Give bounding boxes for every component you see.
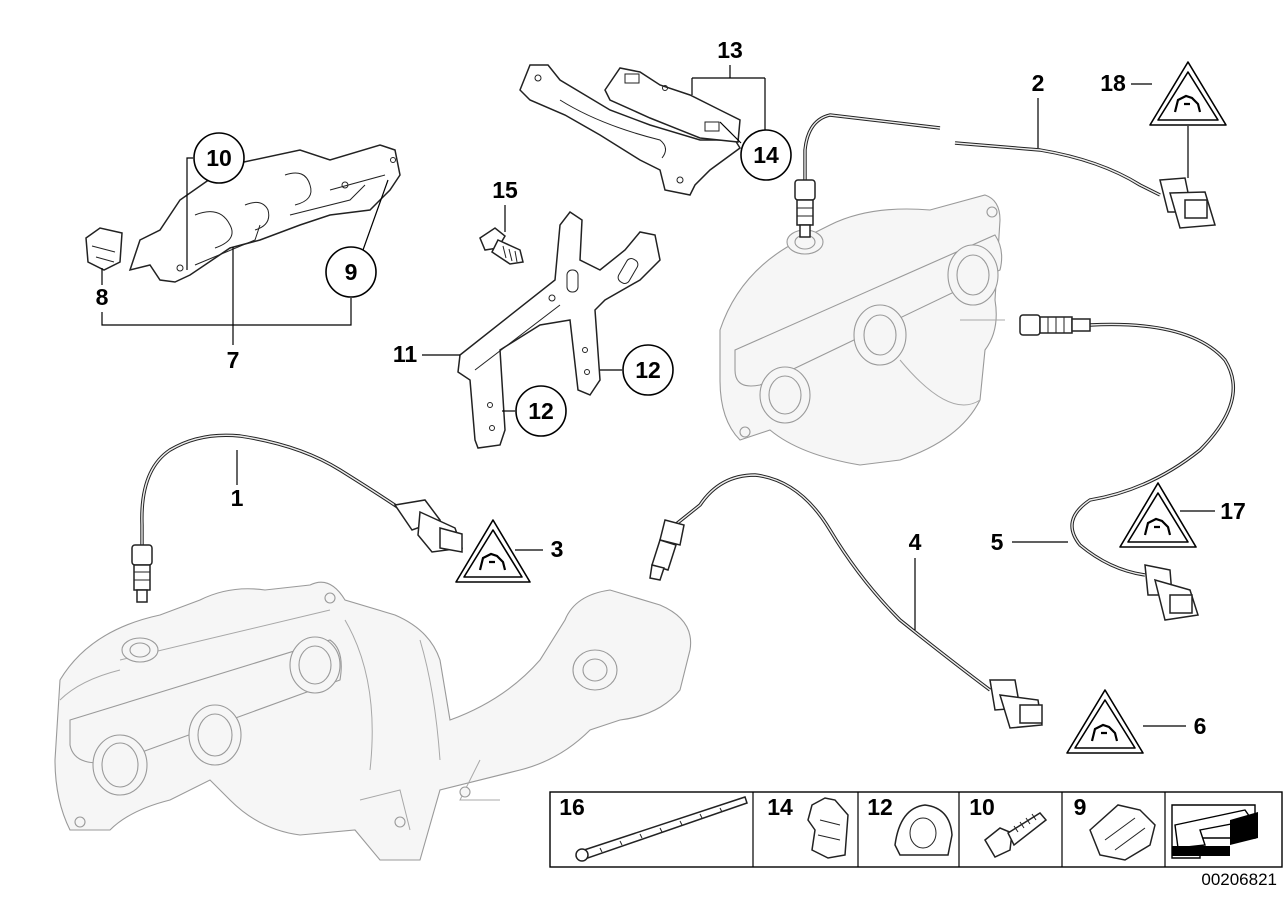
svg-text:18: 18 xyxy=(1100,70,1126,96)
legend-item-clamp-12: 12 xyxy=(867,794,953,856)
label-2: 2 xyxy=(1032,70,1045,148)
svg-text:14: 14 xyxy=(753,142,779,168)
bracket-part-13 xyxy=(519,64,742,196)
upper-catalytic-converter xyxy=(719,194,1005,466)
lower-catalytic-converter xyxy=(54,581,692,861)
label-6: 6 xyxy=(1143,713,1206,739)
svg-text:10: 10 xyxy=(969,794,995,820)
oxygen-sensor-1 xyxy=(131,433,464,603)
legend-item-clip-9: 9 xyxy=(1074,794,1156,861)
parts-legend: 16 14 12 10 9 xyxy=(549,791,1283,868)
diagram-reference-number: 00206821 xyxy=(1201,870,1277,889)
warning-triangle-17 xyxy=(1119,482,1197,548)
oxygen-sensor-2 xyxy=(794,113,1216,238)
svg-text:9: 9 xyxy=(1074,794,1087,820)
label-4: 4 xyxy=(909,529,922,630)
callout-14-top: 14 xyxy=(740,129,792,181)
svg-text:11: 11 xyxy=(393,341,418,367)
callout-9: 9 xyxy=(325,179,389,298)
svg-text:12: 12 xyxy=(635,357,661,383)
label-3: 3 xyxy=(515,536,563,562)
svg-text:13: 13 xyxy=(717,37,743,63)
svg-text:7: 7 xyxy=(227,347,240,373)
svg-text:10: 10 xyxy=(206,145,232,171)
bracket xyxy=(457,210,661,449)
legend-arrow-icon xyxy=(1171,804,1258,859)
clip-part-8 xyxy=(85,227,123,271)
oxygen-sensor-4 xyxy=(649,473,1043,729)
label-11: 11 xyxy=(393,341,460,367)
svg-text:8: 8 xyxy=(96,284,109,310)
label-18: 18 xyxy=(1100,70,1189,178)
warning-triangle-3 xyxy=(455,519,531,583)
svg-text:1: 1 xyxy=(231,485,244,511)
label-17: 17 xyxy=(1180,498,1246,524)
svg-text:9: 9 xyxy=(345,259,358,285)
svg-text:16: 16 xyxy=(559,794,585,820)
warning-triangle-6 xyxy=(1066,689,1144,754)
label-13: 13 xyxy=(691,37,766,144)
oxygen-sensor-5 xyxy=(1019,314,1235,621)
legend-item-cable-tie: 16 xyxy=(559,794,748,862)
svg-text:14: 14 xyxy=(767,794,793,820)
label-8-7: 8 7 xyxy=(96,247,352,373)
svg-text:12: 12 xyxy=(528,398,554,424)
svg-text:15: 15 xyxy=(492,177,518,203)
label-15: 15 xyxy=(492,177,518,232)
svg-text:17: 17 xyxy=(1220,498,1246,524)
legend-item-screw-10: 10 xyxy=(969,794,1048,858)
warning-triangle-18 xyxy=(1149,61,1227,126)
legend-item-clip-14: 14 xyxy=(767,794,849,859)
svg-text:2: 2 xyxy=(1032,70,1045,96)
heat-shield xyxy=(128,144,401,283)
label-1: 1 xyxy=(231,450,244,511)
svg-text:12: 12 xyxy=(867,794,893,820)
callout-10: 10 xyxy=(186,132,245,270)
svg-text:5: 5 xyxy=(991,529,1004,555)
bolt-part-15 xyxy=(479,227,524,265)
callout-12-a: 12 xyxy=(600,344,674,396)
label-5: 5 xyxy=(991,529,1068,555)
svg-text:3: 3 xyxy=(551,536,564,562)
svg-text:4: 4 xyxy=(909,529,922,555)
callout-12-b: 12 xyxy=(502,385,567,437)
svg-text:6: 6 xyxy=(1194,713,1207,739)
